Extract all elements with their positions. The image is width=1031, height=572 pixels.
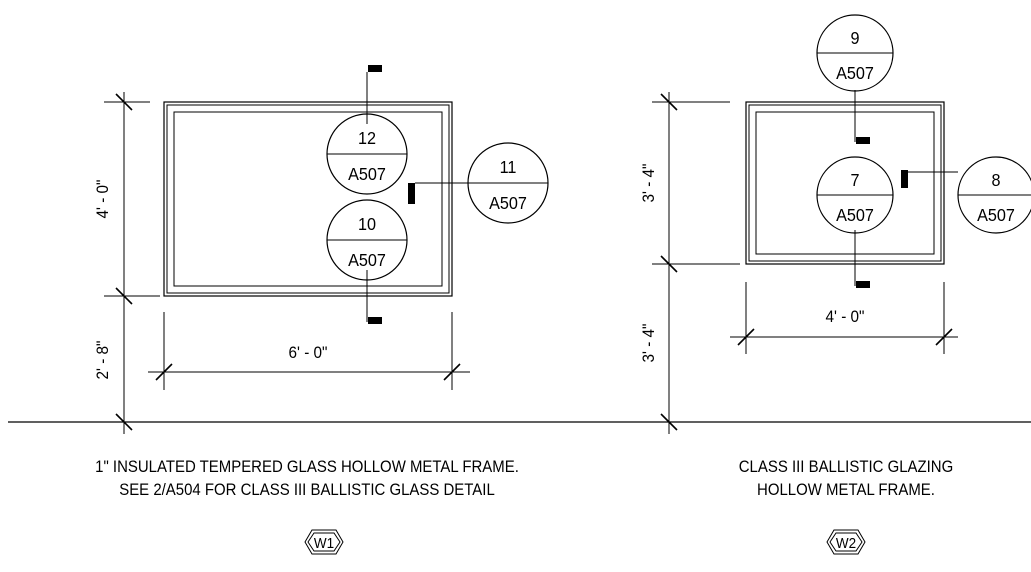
w1-note-line-2: SEE 2/A504 FOR CLASS III BALLISTIC GLASS… [119,480,495,499]
callout-9-marker[interactable] [816,14,894,144]
callout-10-sheet: A507 [348,250,386,270]
callout-11-marker[interactable] [408,142,549,224]
callout-11-sheet: A507 [489,193,527,213]
callout-10-marker[interactable] [326,199,408,324]
callout-12-sheet: A507 [348,164,386,184]
w2-note-line-1: CLASS III BALLISTIC GLAZING [738,457,954,476]
callout-7-sheet: A507 [836,205,874,225]
w2-vertical-dimension [652,92,740,434]
callout-10-number: 10 [358,214,376,234]
w2-sill-dimension: 3' - 4" [639,323,658,362]
w1-note: 1" INSULATED TEMPERED GLASS HOLLOW METAL… [78,455,536,501]
callout-12-marker[interactable] [326,65,408,195]
callout-12-number: 12 [358,128,376,148]
w1-vertical-dimension [104,92,160,434]
w2-width-dimension: 4' - 0" [826,307,865,326]
w1-glass-edge [173,111,443,287]
w2-note: CLASS III BALLISTIC GLAZING HOLLOW METAL… [617,455,1031,501]
w2-note-line-2: HOLLOW METAL FRAME. [757,480,935,499]
w2-frame-outer [745,101,945,265]
w1-note-line-1: 1" INSULATED TEMPERED GLASS HOLLOW METAL… [95,457,519,476]
callout-9-number: 9 [850,28,859,48]
w1-width-dimension: 6' - 0" [289,343,328,362]
w1-tag-hexagon[interactable] [304,529,344,555]
window-w2-elevation [745,101,945,265]
callout-8-number: 8 [991,170,1000,190]
w2-frame-mid [748,104,942,262]
callout-7-number: 7 [850,170,859,190]
callout-11-number: 11 [500,157,517,177]
callout-8-marker[interactable] [901,156,1031,234]
callout-7-marker[interactable] [816,156,894,288]
w2-horizontal-dimension [730,282,958,354]
w2-tag-hexagon[interactable] [826,529,866,555]
callout-8-sheet: A507 [977,205,1015,225]
w1-horizontal-dimension [148,312,470,390]
w1-tag-label: W1 [314,535,334,552]
w1-sill-dimension: 2' - 8" [93,340,112,379]
w2-height-dimension: 3' - 4" [639,163,658,202]
w2-tag-label: W2 [836,535,856,552]
window-w1-elevation [163,101,453,297]
w1-height-dimension: 4' - 0" [93,179,112,218]
w2-glass-edge [755,111,935,255]
callout-9-sheet: A507 [836,63,874,83]
w1-frame-mid [166,104,450,294]
w1-frame-outer [163,101,453,297]
